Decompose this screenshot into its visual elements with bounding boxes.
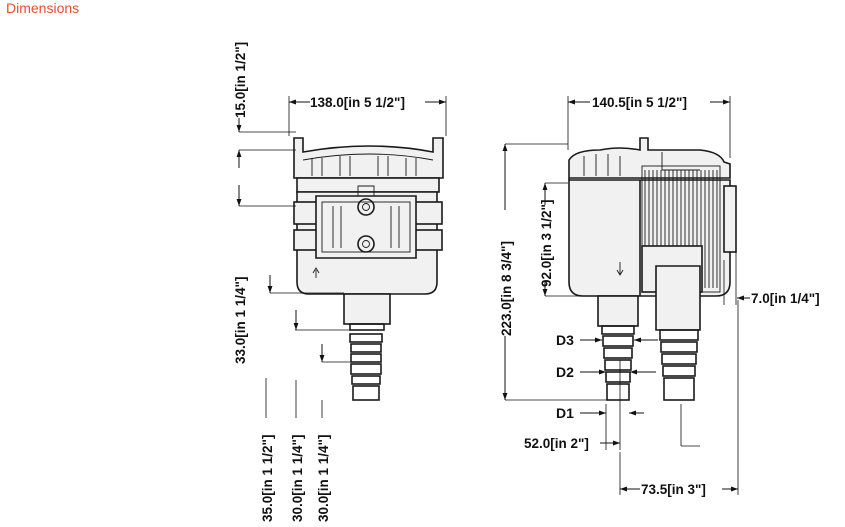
side-body-height-dimension: 92.0[in 3 1/2"]	[539, 200, 554, 287]
front-width-dimension: 138.0[in 5 1/2"]	[310, 95, 405, 110]
diameter-label-d3: D3	[556, 332, 574, 348]
front-view	[236, 96, 447, 418]
outlet-offset-dimension: 52.0[in 2"]	[524, 436, 589, 451]
front-hose-d3-dimension: 30.0[in 1 1/4"]	[316, 435, 331, 522]
flange-thickness-dimension: 7.0[in 1/4"]	[751, 291, 820, 306]
front-hose-d1-dimension: 35.0[in 1 1/2"]	[260, 435, 275, 522]
diameter-label-d2: D2	[556, 364, 574, 380]
inlet-offset-dimension: 73.5[in 3"]	[641, 482, 706, 497]
side-width-dimension: 140.5[in 5 1/2"]	[592, 95, 687, 110]
front-outlet-length-dimension: 33.0[in 1 1/4"]	[233, 277, 248, 364]
page-title: Dimensions	[6, 0, 80, 16]
side-view	[502, 96, 750, 495]
front-lid-height-dimension: 15.0[in 1/2"]	[233, 42, 248, 118]
diameter-label-d1: D1	[556, 405, 574, 421]
front-hose-d2-dimension: 30.0[in 1 1/4"]	[290, 435, 305, 522]
side-overall-height-dimension: 223.0[in 8 3/4"]	[499, 241, 514, 336]
